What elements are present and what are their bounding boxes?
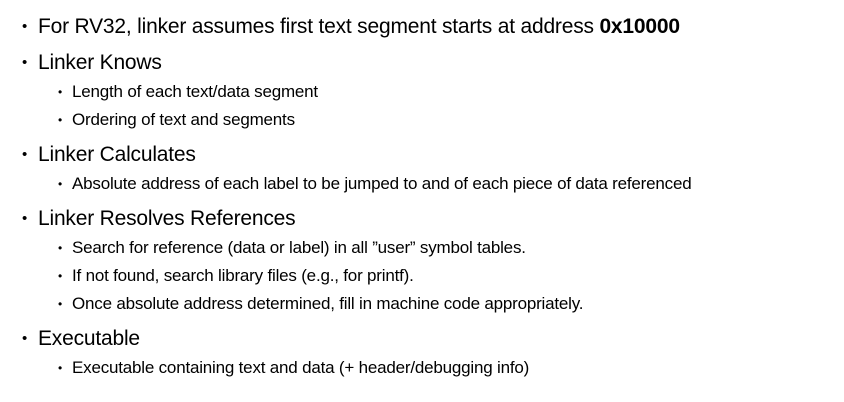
sub-bullet-item: • Length of each text/data segment [0,78,844,106]
bullet-text: Linker Knows [38,51,162,74]
bullet-text: Linker Resolves References [38,207,296,230]
bullet-icon: • [22,54,28,71]
sub-bullet-text: If not found, search library files (e.g.… [72,266,414,285]
sub-bullet-item: • Once absolute address determined, fill… [0,290,844,318]
bullet-icon: • [58,85,63,99]
bullet-item-linker-calculates: • Linker Calculates [0,140,844,170]
sub-bullet-text: Once absolute address determined, fill i… [72,294,584,313]
bullet-text-bold-address: 0x10000 [599,15,680,38]
bullet-icon: • [58,361,63,375]
sub-bullet-text: Ordering of text and segments [72,110,295,129]
bullet-item-linker-resolves-references: • Linker Resolves References [0,204,844,234]
bullet-icon: • [58,177,63,191]
sub-bullet-item: • Executable containing text and data (+… [0,354,844,382]
sub-bullet-text: Executable containing text and data (+ h… [72,358,530,377]
bullet-icon: • [58,297,63,311]
bullet-icon: • [22,330,28,347]
sub-bullet-item: • Ordering of text and segments [0,106,844,134]
sub-bullet-text: Length of each text/data segment [72,82,318,101]
sub-bullet-text: Absolute address of each label to be jum… [72,174,692,193]
bullet-icon: • [58,113,63,127]
bullet-text: For RV32, linker assumes first text segm… [38,12,680,42]
sub-bullet-text: Search for reference (data or label) in … [72,238,526,257]
bullet-item-rv32-address: • For RV32, linker assumes first text se… [0,12,844,42]
sub-bullet-item: • If not found, search library files (e.… [0,262,844,290]
bullet-text: Executable [38,327,140,350]
sub-bullet-item: • Absolute address of each label to be j… [0,170,844,198]
slide-body: • For RV32, linker assumes first text se… [0,12,844,382]
bullet-icon: • [22,146,28,163]
bullet-item-executable: • Executable [0,324,844,354]
bullet-text: Linker Calculates [38,143,196,166]
bullet-item-linker-knows: • Linker Knows [0,48,844,78]
sub-bullet-item: • Search for reference (data or label) i… [0,234,844,262]
bullet-icon: • [58,241,63,255]
bullet-icon: • [58,269,63,283]
bullet-icon: • [22,18,28,35]
bullet-text-prefix: For RV32, linker assumes first text segm… [38,15,600,38]
bullet-icon: • [22,210,28,227]
